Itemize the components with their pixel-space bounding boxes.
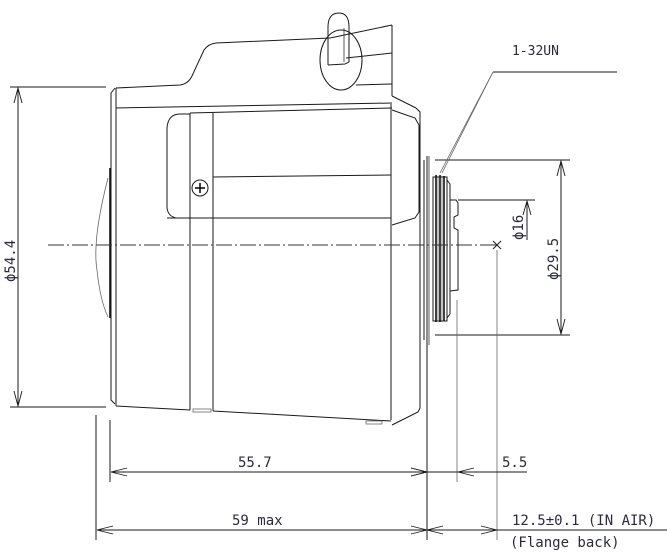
front-ring-outer xyxy=(110,87,116,405)
rear-protrusion xyxy=(449,199,459,292)
dim-flange-back: 12.5±0.1 (IN AIR) (Flange back) xyxy=(426,513,667,551)
dim-rear-diameter: ϕ16 xyxy=(458,199,535,240)
outer-diameter-label: ϕ54.4 xyxy=(3,240,19,282)
cross-marker-icon xyxy=(492,240,502,250)
barrel-bottom-front xyxy=(115,405,191,411)
mount-length-label: 5.5 xyxy=(502,455,527,471)
top-housing-step-2 xyxy=(355,83,393,86)
top-housing-outline xyxy=(115,37,331,89)
focus-ring-mid-line xyxy=(212,174,392,178)
barrel-top-edge xyxy=(115,102,393,109)
bottom-notch-2 xyxy=(365,420,383,425)
thread-callout: 1-32UN xyxy=(439,44,617,174)
flange-back-label: 12.5±0.1 (IN AIR) xyxy=(512,513,655,529)
barrel-bottom-main xyxy=(212,410,392,422)
body-length-label: 55.7 xyxy=(238,455,272,471)
rear-diameter-label: ϕ16 xyxy=(511,215,527,240)
bottom-notch-1 xyxy=(192,408,212,413)
focus-lever-knob xyxy=(319,12,363,91)
focus-ring-front xyxy=(166,113,190,219)
barrel-rear-step xyxy=(391,95,417,109)
dim-mount-diameter: ϕ29.5 xyxy=(435,159,570,336)
lens-body xyxy=(95,12,459,540)
rear-taper-outer xyxy=(415,107,421,300)
screw-head-icon xyxy=(191,179,209,197)
dim-outer-diameter: ϕ54.4 xyxy=(3,86,106,408)
dim-total-length: 59 max xyxy=(96,513,428,535)
flange-back-note: (Flange back) xyxy=(510,535,620,551)
dim-mount-length: 5.5 xyxy=(400,455,527,477)
mount-diameter-label: ϕ29.5 xyxy=(546,238,562,280)
top-housing-step-1 xyxy=(345,52,393,59)
rear-taper-upper xyxy=(391,109,420,226)
top-housing-edge xyxy=(329,24,393,39)
rear-taper-lower xyxy=(391,300,421,426)
c-mount-thread xyxy=(432,175,451,322)
focus-ring-top xyxy=(189,107,393,114)
thread-spec-label: 1-32UN xyxy=(512,44,559,59)
dim-body-length: 55.7 xyxy=(110,455,428,477)
total-length-label: 59 max xyxy=(232,513,283,529)
front-lens-glass xyxy=(95,177,109,318)
